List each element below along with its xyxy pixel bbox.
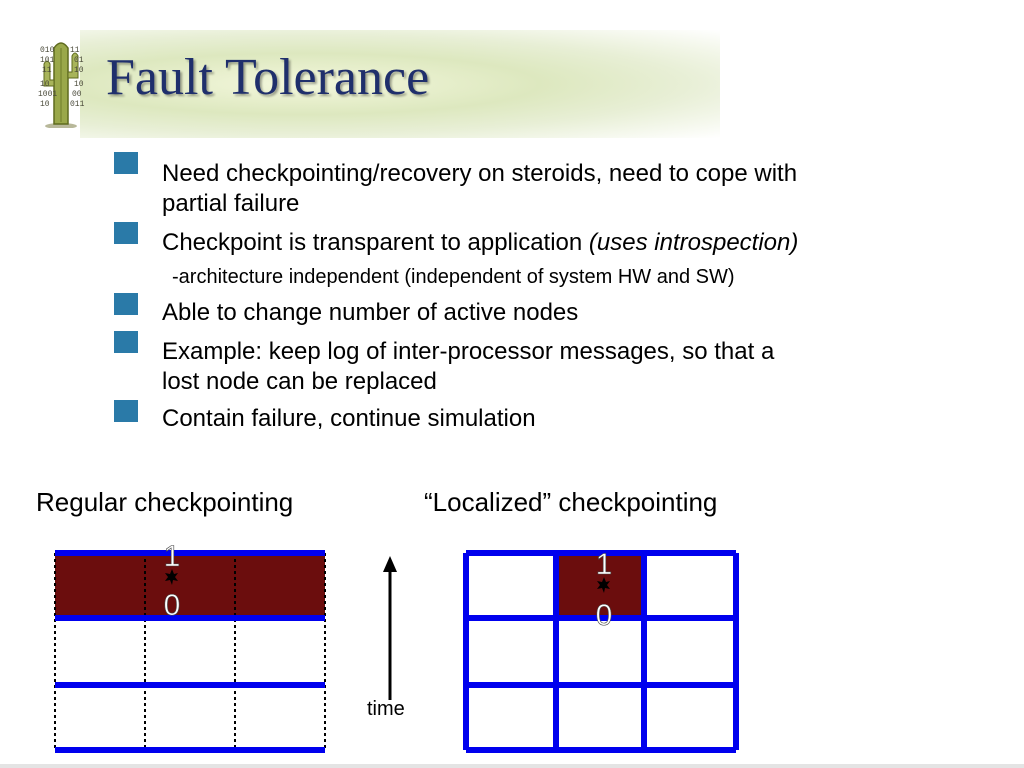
bullet-marker — [114, 331, 138, 353]
svg-text:010: 010 — [40, 46, 55, 55]
checkpointing-diagrams: 1 0 1 0 — [54, 540, 739, 753]
bullet-marker — [114, 293, 138, 315]
title-banner — [80, 30, 720, 138]
bullet-2-italic-text: (uses introspection) — [588, 229, 799, 256]
grid-lines — [463, 550, 739, 753]
localized-checkpoint-grid: 1 0 — [463, 548, 739, 753]
slide-title: Fault Tolerance — [106, 49, 430, 106]
svg-text:10: 10 — [74, 66, 84, 75]
svg-text:01: 01 — [74, 56, 84, 65]
bullet-2-text: Checkpoint is transparent to application — [162, 229, 589, 256]
bullet-5-text: Contain failure, continue simulation — [162, 405, 536, 432]
regular-checkpointing-caption: Regular checkpointing — [36, 487, 294, 517]
svg-text:00: 00 — [72, 90, 82, 99]
bullet-marker — [114, 400, 138, 422]
svg-text:101: 101 — [40, 56, 55, 65]
localized-explosion-icon — [597, 577, 610, 593]
regular-checkpoint-grid: 1 0 — [54, 540, 326, 753]
bullet-3-text: Able to change number of active nodes — [162, 299, 579, 326]
dotted-column-lines — [54, 553, 326, 750]
svg-text:10: 10 — [74, 80, 84, 89]
svg-text:11: 11 — [70, 46, 80, 55]
bullet-4-text: Example: keep log of inter-processor mes… — [162, 338, 775, 395]
bullet-marker — [114, 222, 138, 244]
bullet-text: Contain failure, continue simulation — [162, 404, 942, 434]
checkpointed-row — [55, 553, 325, 618]
sub-point-text: -architecture independent (independent o… — [172, 266, 735, 288]
bullet-1-text: Need checkpointing/recovery on steroids,… — [162, 160, 798, 217]
regular-marker-digit-top: 1 — [164, 540, 181, 573]
localized-marker-digit-bottom: 0 — [596, 599, 613, 632]
svg-text:10: 10 — [40, 100, 50, 109]
bullet-text: Need checkpointing/recovery on steroids,… — [162, 159, 942, 219]
svg-text:011: 011 — [70, 100, 85, 109]
regular-explosion-icon — [165, 569, 178, 585]
bullet-marker — [114, 152, 138, 174]
time-arrow — [383, 556, 397, 700]
arrow-up-icon — [383, 556, 397, 572]
regular-marker-digit-bottom: 0 — [164, 589, 181, 622]
bullet-text: Example: keep log of inter-processor mes… — [162, 337, 942, 397]
localized-marker-digit-top: 1 — [596, 548, 613, 581]
svg-text:1001: 1001 — [38, 90, 57, 99]
svg-text:11: 11 — [42, 66, 52, 75]
svg-text:10: 10 — [40, 80, 50, 89]
footer-divider — [0, 764, 1024, 768]
horizontal-process-lines — [55, 550, 325, 753]
time-axis-label: time — [367, 698, 405, 720]
bullet-text: Able to change number of active nodes — [162, 298, 942, 328]
bullet-text: Checkpoint is transparent to application… — [162, 228, 942, 258]
localized-checkpointing-caption: “Localized” checkpointing — [424, 487, 718, 517]
